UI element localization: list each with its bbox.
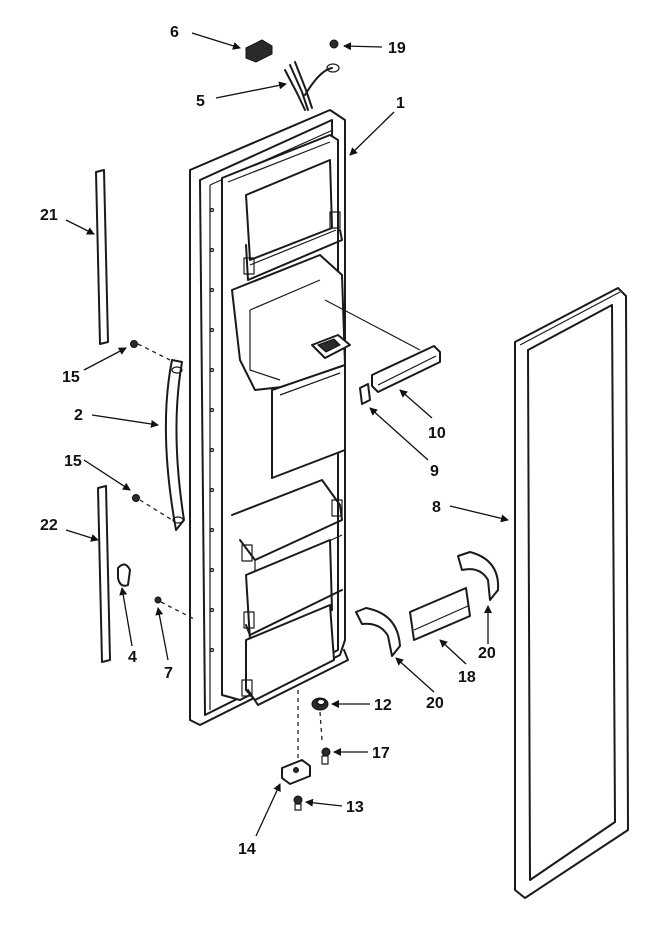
door-handle: [164, 359, 185, 531]
door-gasket: [514, 287, 629, 899]
part-label-17: 17: [372, 745, 390, 762]
dispenser-tab: [359, 383, 371, 405]
clip-part: [117, 563, 131, 587]
part-label-15-upper: 15: [62, 369, 80, 386]
part-label-19: 19: [388, 40, 406, 57]
screw-13: [293, 795, 303, 811]
door-bin-top: [243, 159, 343, 281]
part-label-22: 22: [40, 517, 58, 534]
screw-15-upper: [130, 340, 171, 361]
connector-block: [245, 39, 273, 63]
part-label-8: 8: [432, 499, 441, 516]
screw-19: [329, 39, 339, 49]
door-bin-lower: [241, 539, 349, 706]
screw-15-lower: [132, 494, 173, 521]
part-label-13: 13: [346, 799, 364, 816]
trim-strip-upper: [95, 169, 109, 345]
part-label-4: 4: [128, 649, 137, 666]
trim-strip-lower: [97, 485, 111, 663]
dispenser-rail: [324, 299, 441, 393]
part-label-12: 12: [374, 697, 392, 714]
wire-harness: [284, 61, 340, 111]
part-label-14: 14: [238, 841, 256, 858]
leader-lines: [65, 32, 509, 837]
part-label-21: 21: [40, 207, 58, 224]
part-label-7: 7: [164, 665, 173, 682]
part-label-1: 1: [396, 95, 405, 112]
part-label-2: 2: [74, 407, 83, 424]
dispenser-housing: [231, 254, 351, 479]
bin-end-cap-right: [457, 551, 500, 601]
part-label-15-lower: 15: [64, 453, 82, 470]
bin-end-cap-left: [355, 607, 401, 657]
part-label-10: 10: [428, 425, 446, 442]
hinge-bracket: [281, 759, 311, 785]
hinge-bushing: [311, 697, 329, 711]
door-panel: [189, 109, 351, 726]
part-label-20-right: 20: [478, 645, 496, 662]
bin-shelf-18: [409, 587, 471, 641]
part-label-9: 9: [430, 463, 439, 480]
part-label-6: 6: [170, 24, 179, 41]
hinge-bushing-centerline: [319, 711, 323, 741]
part-label-18: 18: [458, 669, 476, 686]
screw-17: [321, 747, 331, 765]
part-label-5: 5: [196, 93, 205, 110]
screw-7: [154, 596, 197, 621]
part-labels: 1 2 4 5 6 7 8 9 10 12 13 14 15 15 17 18 …: [40, 24, 496, 858]
part-label-20-left: 20: [426, 695, 444, 712]
